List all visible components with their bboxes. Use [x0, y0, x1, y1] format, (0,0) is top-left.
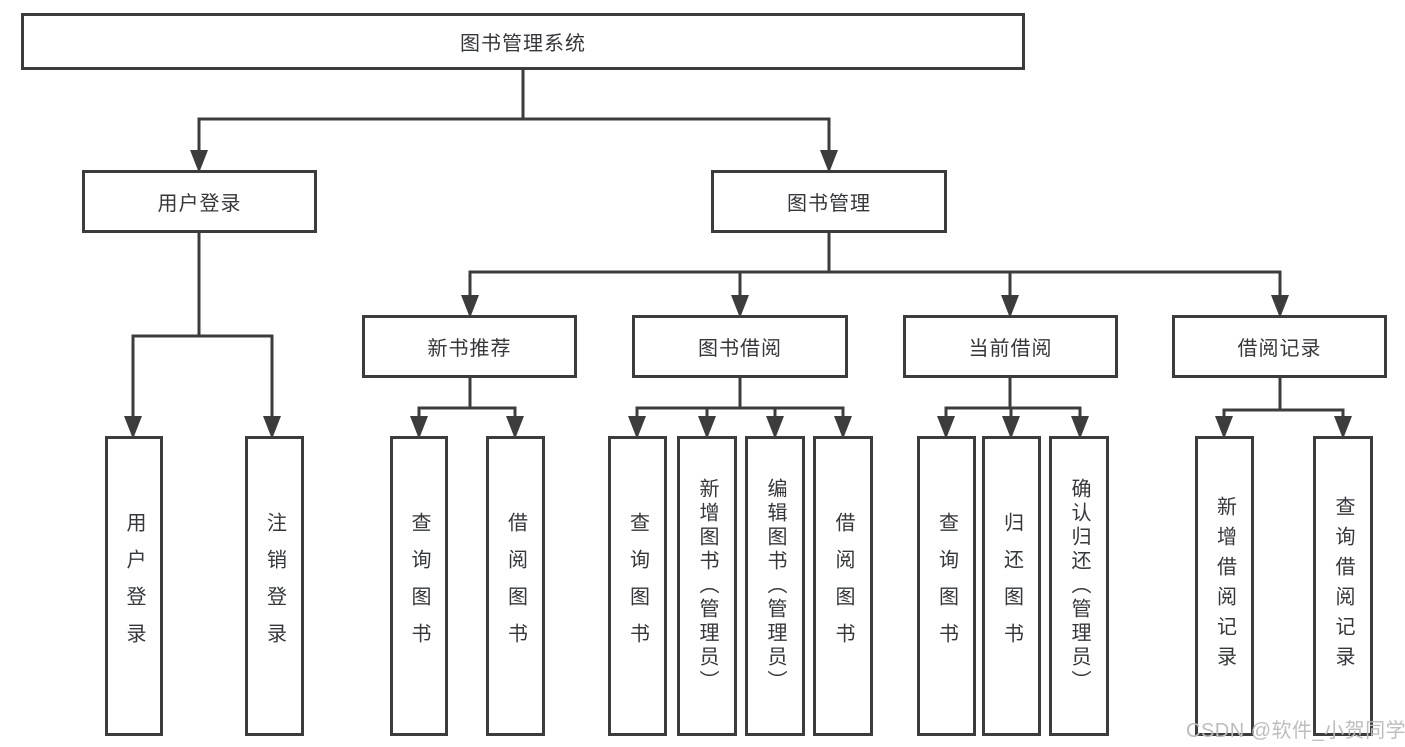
node-label: 图书管理 [787, 193, 871, 215]
leaf-return-books: 归还图书 [982, 436, 1041, 736]
node-label: 新书推荐 [427, 338, 512, 360]
leaf-query-books: 查询图书 [390, 436, 448, 736]
leaf-edit-books-admin: 编辑图书（管理员） [745, 436, 805, 736]
node-label: 借阅图书 [832, 512, 854, 660]
node-user-login: 用户登录 [82, 170, 317, 233]
node-label: 编辑图书（管理员） [764, 478, 786, 694]
node-label: 图书管理系统 [460, 33, 586, 55]
csdn-watermark: CSDN @软件_小贺同学 [1186, 720, 1405, 742]
leaf-add-borrow-record: 新增借阅记录 [1195, 436, 1254, 736]
leaf-query-books: 查询图书 [917, 436, 976, 736]
node-library-management-system: 图书管理系统 [21, 13, 1025, 70]
leaf-borrow-books: 借阅图书 [486, 436, 545, 736]
node-label: 查询图书 [626, 512, 649, 660]
node-label: 新增图书（管理员） [696, 478, 718, 694]
leaf-query-borrow-record: 查询借阅记录 [1313, 436, 1373, 736]
node-borrowing-records: 借阅记录 [1172, 315, 1387, 378]
leaf-user-login: 用户登录 [105, 436, 163, 736]
node-label: 确认归还（管理员） [1068, 478, 1090, 694]
node-label: 借阅记录 [1237, 338, 1322, 360]
node-label: 查询图书 [408, 512, 430, 660]
node-label: 归还图书 [1000, 512, 1023, 660]
node-label: 用户登录 [157, 193, 242, 215]
leaf-borrow-books: 借阅图书 [813, 436, 873, 736]
leaf-query-books: 查询图书 [608, 436, 667, 736]
node-new-book-recommendation: 新书推荐 [362, 315, 577, 378]
node-label: 当前借阅 [968, 338, 1053, 360]
node-label: 借阅图书 [504, 512, 527, 660]
node-book-management: 图书管理 [711, 170, 947, 233]
node-book-borrowing: 图书借阅 [632, 315, 848, 378]
node-label: 注销登录 [263, 512, 286, 660]
node-label: 用户登录 [123, 512, 145, 660]
node-label: 图书借阅 [698, 338, 782, 360]
leaf-logout: 注销登录 [245, 436, 304, 736]
node-label: 新增借阅记录 [1213, 496, 1236, 676]
leaf-confirm-return-admin: 确认归还（管理员） [1049, 436, 1109, 736]
leaf-add-books-admin: 新增图书（管理员） [677, 436, 737, 736]
node-label: 查询借阅记录 [1332, 496, 1354, 676]
node-label: 查询图书 [935, 512, 958, 660]
node-current-borrowing: 当前借阅 [903, 315, 1118, 378]
